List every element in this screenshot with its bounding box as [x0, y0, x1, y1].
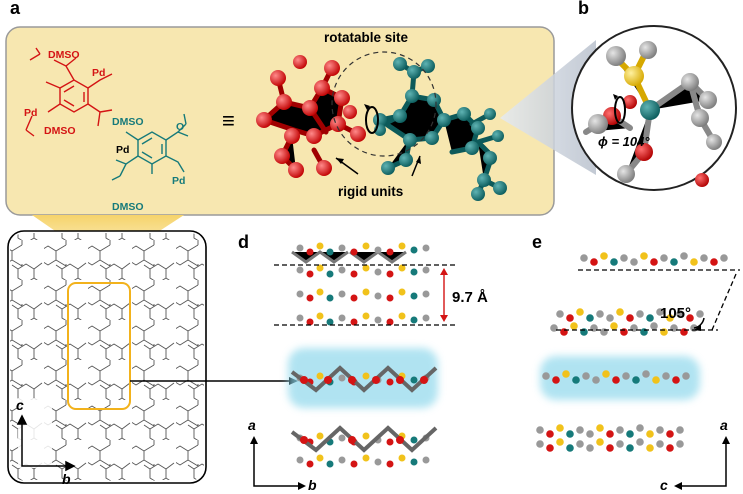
svg-text:O: O — [176, 121, 184, 133]
svg-text:DMSO: DMSO — [44, 125, 76, 137]
svg-text:DMSO: DMSO — [112, 116, 144, 128]
framework-lattice — [10, 233, 204, 481]
axis-label-c: c — [16, 397, 24, 413]
axes-c — [16, 414, 76, 472]
panel-letter-b: b — [578, 0, 589, 18]
svg-text:Pd: Pd — [116, 144, 129, 156]
panel-b-detail — [571, 25, 737, 191]
panel-d-packing — [250, 242, 458, 490]
rigid-units-label: rigid units — [338, 184, 403, 199]
chemical-structure: DMSO Pd Pd DMSO DMSO Pd Pd DMSO O — [24, 47, 189, 213]
svg-text:Pd: Pd — [24, 107, 37, 119]
svg-text:DMSO: DMSO — [112, 201, 144, 213]
ball-stick-model — [256, 51, 507, 201]
phi-angle-label: ϕ = 104° — [598, 134, 650, 149]
svg-text:DMSO: DMSO — [48, 49, 80, 61]
axis-label-b-d: b — [308, 477, 317, 493]
panel-e-packing — [536, 252, 740, 490]
axis-label-c-e: c — [660, 477, 668, 493]
axis-label-b: b — [62, 471, 71, 487]
zoom-cone-grey — [500, 40, 596, 175]
axis-label-a-e: a — [720, 417, 728, 433]
panel-letter-e: e — [532, 232, 543, 252]
svg-text:Pd: Pd — [172, 175, 185, 187]
rotatable-site-label: rotatable site — [324, 30, 409, 45]
unit-highlight-box — [67, 282, 131, 410]
panel-letter-d: d — [238, 232, 249, 252]
equivalence-symbol: ≡ — [222, 108, 235, 133]
interlayer-spacing-label: 9.7 Å — [452, 289, 488, 306]
tilt-angle-label: 105° — [660, 305, 691, 322]
svg-text:Pd: Pd — [92, 67, 105, 79]
panel-letter-a: a — [10, 0, 21, 18]
axis-backdrop — [18, 398, 52, 468]
axis-label-a-d: a — [248, 417, 256, 433]
